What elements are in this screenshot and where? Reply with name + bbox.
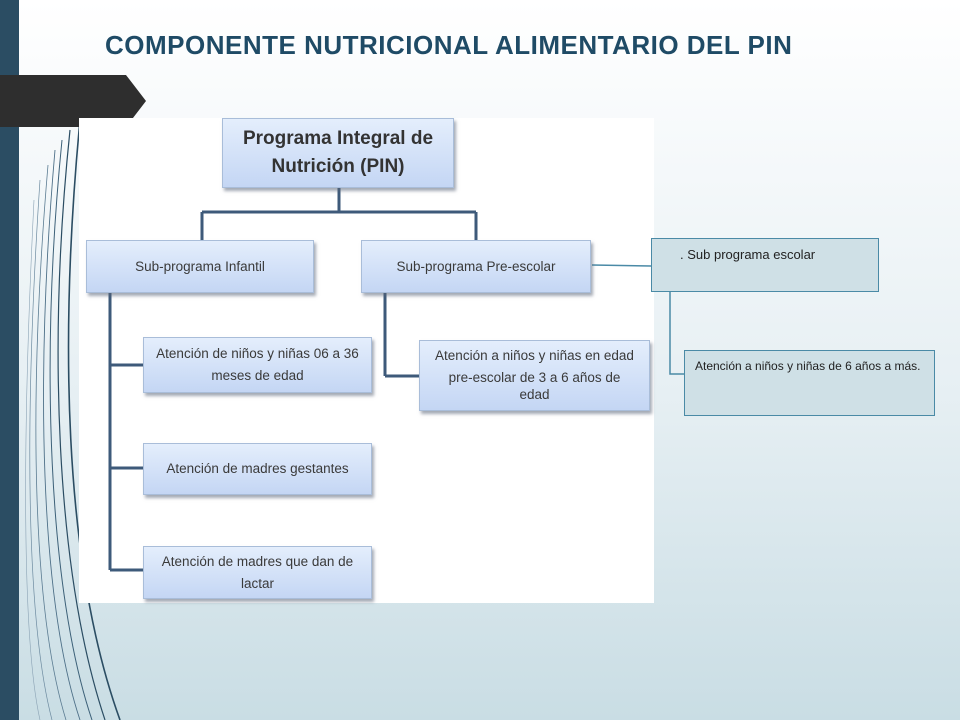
node-root-line1: Programa Integral de <box>242 128 434 150</box>
node-line: Atención de madres que dan de <box>161 553 354 569</box>
node-sub-preescolar-label: Sub-programa Pre-escolar <box>396 258 556 274</box>
page-title: COMPONENTE NUTRICIONAL ALIMENTARIO DEL P… <box>105 30 793 60</box>
node-programa-integral: Programa Integral de Nutrición (PIN) <box>222 118 454 188</box>
box-sub-programa-escolar: . Sub programa escolar <box>651 238 879 292</box>
node-line: Atención a niños y niñas en edad <box>435 348 634 364</box>
node-sub-programa-preescolar: Sub-programa Pre-escolar <box>361 240 591 293</box>
left-accent-bar <box>0 0 19 720</box>
node-atencion-madres-lactar: Atención de madres que dan de lactar <box>143 546 372 599</box>
box-atencion-6-label: Atención a niños y niñas de 6 años a más… <box>695 359 921 373</box>
node-line: Atención de niños y niñas 06 a 36 <box>156 346 359 362</box>
node-sub-infantil-label: Sub-programa Infantil <box>135 258 265 274</box>
box-atencion-6-anos: Atención a niños y niñas de 6 años a más… <box>684 350 935 416</box>
box-sub-escolar-label: . Sub programa escolar <box>680 247 816 262</box>
node-atencion-madres-gestantes: Atención de madres gestantes <box>143 443 372 495</box>
title-arrow-tab <box>0 75 146 127</box>
node-root-line2: Nutrición (PIN) <box>271 156 405 177</box>
node-line: lactar <box>240 575 274 591</box>
node-line: Atención de madres gestantes <box>166 461 349 477</box>
node-line: pre-escolar de 3 a 6 años de edad <box>448 369 621 403</box>
node-line: meses de edad <box>211 368 304 383</box>
node-atencion-preescolar-3-6: Atención a niños y niñas en edad pre-esco… <box>419 340 650 411</box>
node-atencion-ninos-06-36: Atención de niños y niñas 06 a 36 meses d… <box>143 337 372 393</box>
node-sub-programa-infantil: Sub-programa Infantil <box>86 240 314 293</box>
